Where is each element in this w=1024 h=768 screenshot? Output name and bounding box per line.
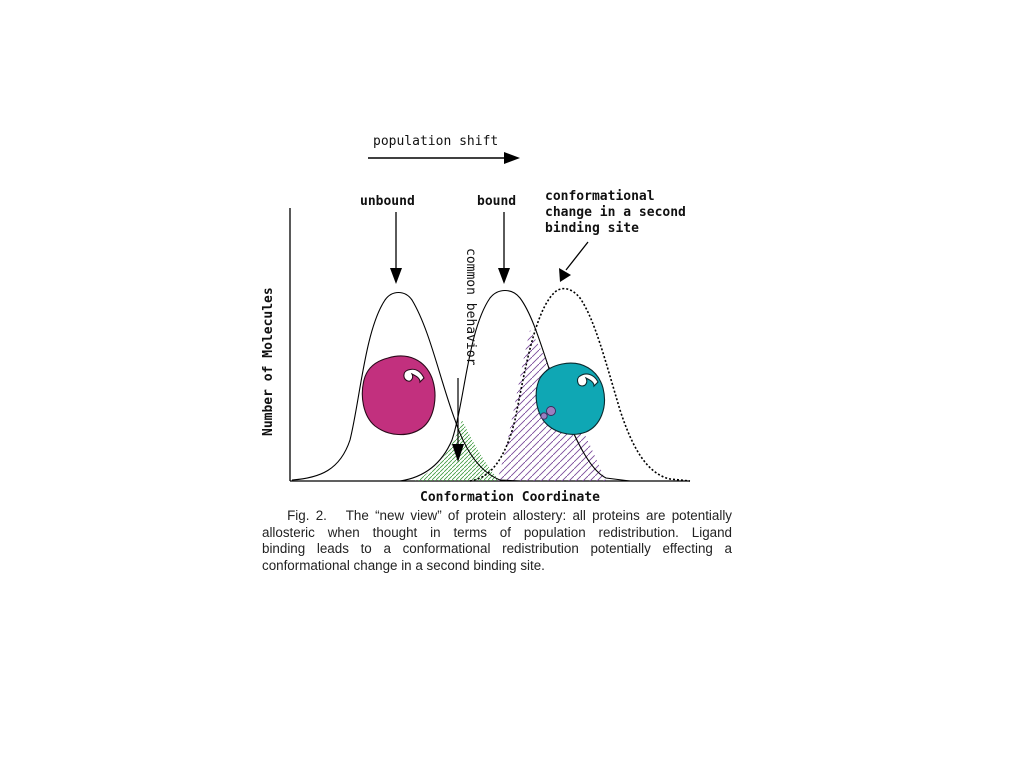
ligand-icon xyxy=(546,406,556,416)
common-behavior-label: common behavior xyxy=(463,248,478,366)
population-shift-label: population shift xyxy=(373,134,498,149)
second-site-curve xyxy=(469,287,691,482)
caption-line-4: conformational change in a second bindin… xyxy=(262,557,545,573)
caption-fig-number: Fig. 2. xyxy=(287,508,327,523)
bound-label: bound xyxy=(477,194,516,209)
figure-caption: Fig. 2. The “new view” of protein allost… xyxy=(262,508,732,574)
common-behavior-arrowhead xyxy=(452,444,464,462)
unbound-protein-icon xyxy=(361,355,436,436)
y-axis-label: Number of Molecules xyxy=(261,287,276,436)
ligand-small-icon xyxy=(540,412,548,420)
bound-arrowhead xyxy=(498,268,510,284)
second-site-label-line-3: binding site xyxy=(545,221,639,236)
unbound-arrowhead xyxy=(390,268,402,284)
second-site-label-line-2: change in a second xyxy=(545,205,686,220)
x-axis-label: Conformation Coordinate xyxy=(420,490,600,505)
caption-line-3: binding leads to a conformational redist… xyxy=(262,541,732,557)
caption-line-2: allosteric when thought in terms of popu… xyxy=(262,524,732,540)
second-site-arrowhead xyxy=(559,268,571,282)
caption-text-1: The “new view” of protein allostery: all… xyxy=(345,508,732,523)
population-shift-arrowhead xyxy=(504,152,520,164)
second-site-label-line-1: conformational xyxy=(545,189,655,204)
unbound-curve xyxy=(291,291,521,482)
bound-protein-icon xyxy=(535,362,605,435)
second-site-arrow xyxy=(565,241,589,271)
unbound-label: unbound xyxy=(360,194,415,209)
caption-line-1: Fig. 2. The “new view” of protein allost… xyxy=(262,508,732,525)
